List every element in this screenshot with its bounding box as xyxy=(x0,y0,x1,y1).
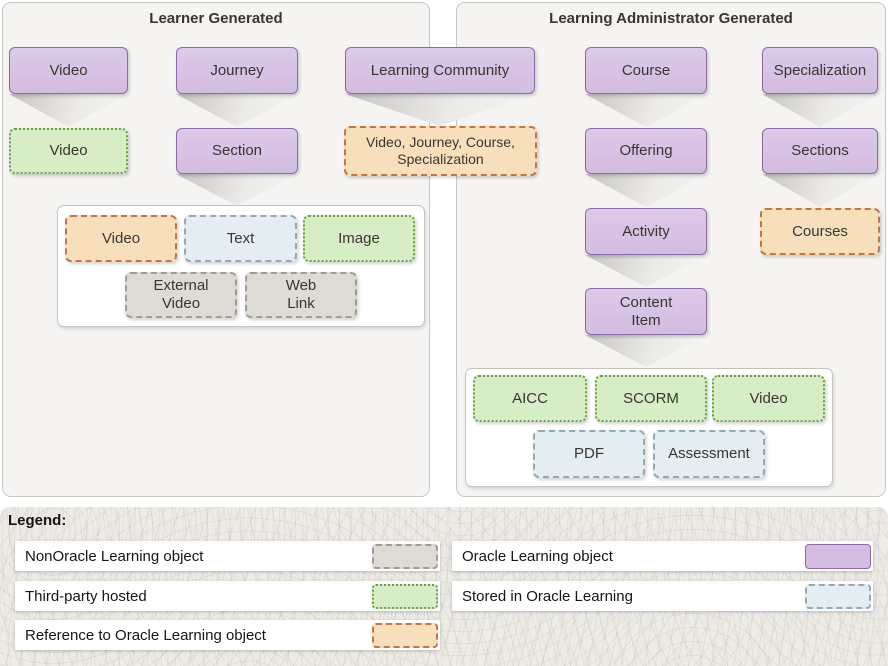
box-video-reference: Video xyxy=(65,215,177,262)
swatch-reference-icon xyxy=(372,622,438,648)
legend-row-stored: Stored in Oracle Learning xyxy=(452,581,873,611)
box-web-link: Web Link xyxy=(245,272,357,318)
box-courses-reference: Courses xyxy=(760,208,880,255)
legend-row-nonoracle: NonOracle Learning object xyxy=(15,541,440,571)
box-image: Image xyxy=(303,215,415,262)
box-course: Course xyxy=(585,47,707,94)
panel-title-admin: Learning Administrator Generated xyxy=(549,10,793,27)
box-text: Text xyxy=(184,215,297,262)
swatch-nonoracle-icon xyxy=(372,543,438,569)
box-video-admin: Video xyxy=(712,375,825,422)
box-reference-combo: Video, Journey, Course, Specialization xyxy=(344,126,537,176)
panel-title-learner: Learner Generated xyxy=(149,10,283,27)
box-video-learner: Video xyxy=(9,47,128,94)
swatch-oracle-object-icon xyxy=(805,543,871,569)
legend-row-thirdparty: Third-party hosted xyxy=(15,581,440,611)
box-scorm: SCORM xyxy=(595,375,707,422)
box-activity: Activity xyxy=(585,208,707,255)
box-pdf: PDF xyxy=(533,430,645,478)
box-external-video: External Video xyxy=(125,272,237,318)
box-offering: Offering xyxy=(585,128,707,174)
box-video-hosted: Video xyxy=(9,128,128,174)
box-section: Section xyxy=(176,128,298,174)
box-assessment: Assessment xyxy=(653,430,765,478)
legend-label: Oracle Learning object xyxy=(462,547,613,565)
swatch-stored-icon xyxy=(805,583,871,609)
legend-row-oracle-object: Oracle Learning object xyxy=(452,541,873,571)
box-specialization: Specialization xyxy=(762,47,878,94)
legend-row-reference: Reference to Oracle Learning object xyxy=(15,620,440,650)
legend-label: Stored in Oracle Learning xyxy=(462,587,633,605)
box-journey: Journey xyxy=(176,47,298,94)
box-aicc: AICC xyxy=(473,375,587,422)
legend-label: Third-party hosted xyxy=(25,587,147,605)
box-sections: Sections xyxy=(762,128,878,174)
legend-title: Legend: xyxy=(8,512,67,529)
swatch-thirdparty-icon xyxy=(372,583,438,609)
box-learning-community: Learning Community xyxy=(345,47,535,94)
box-content-item: Content Item xyxy=(585,288,707,335)
legend-label: Reference to Oracle Learning object xyxy=(25,626,266,644)
legend-label: NonOracle Learning object xyxy=(25,547,204,565)
